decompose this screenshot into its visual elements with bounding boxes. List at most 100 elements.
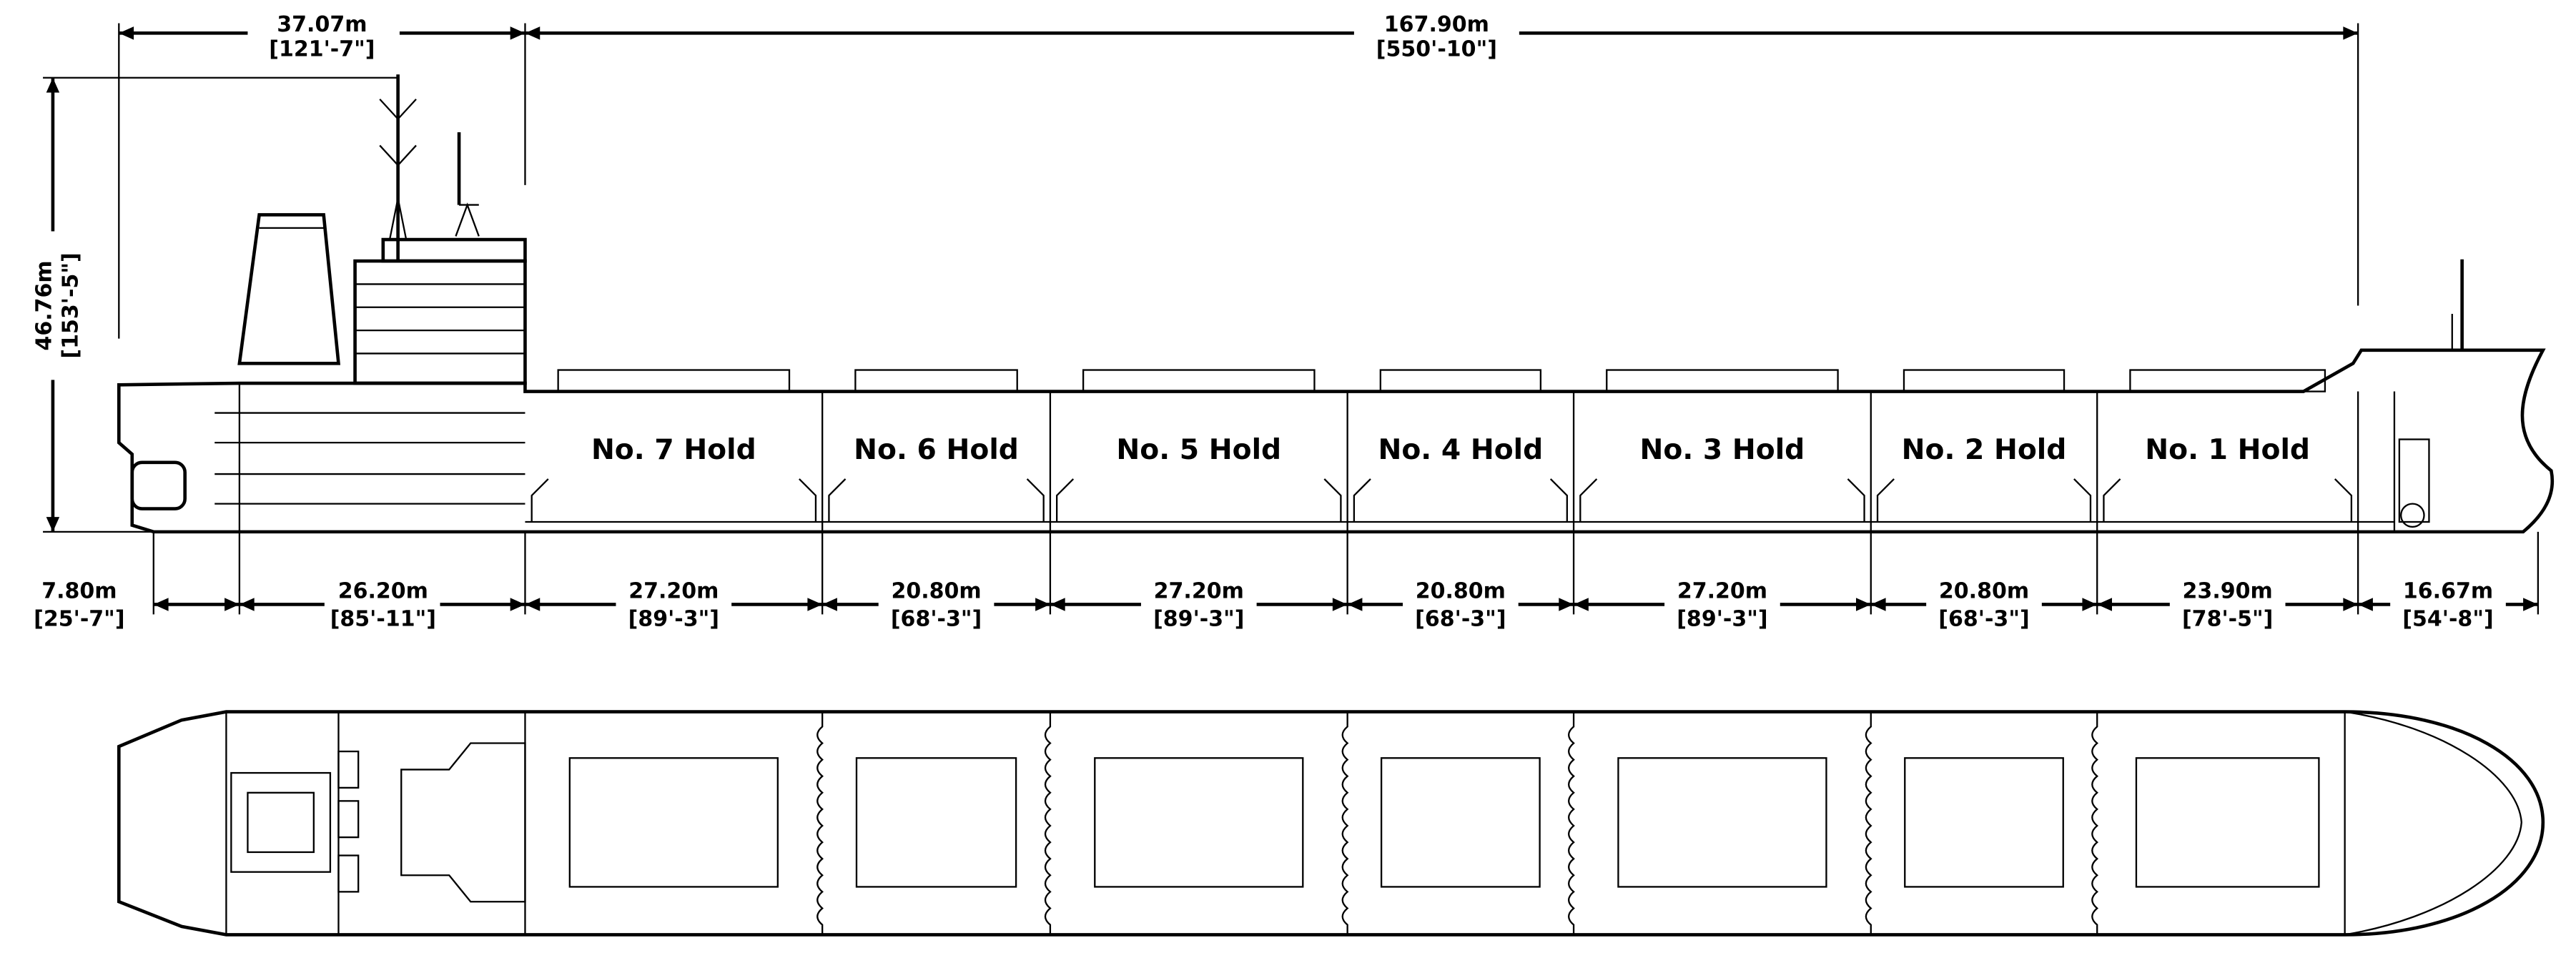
dimension-arrow [1050,598,1065,611]
segment-metric-length: 20.80m [1939,578,2029,603]
hopper-tank [1353,478,1568,523]
hold-label: No. 3 Hold [1640,434,1805,466]
segment-imperial-length: [68'-3"] [1938,607,2029,632]
hold-label: No. 2 Hold [1902,434,2067,466]
dimension-arrow [224,598,240,611]
hatch-cover [1379,369,1542,392]
dimension-arrow [46,77,60,93]
dimension-arrow [2523,598,2538,611]
segment-dimension: 27.20m [89'-3"] [525,578,823,632]
cargo-hold-profile: No. 7 Hold [531,369,817,523]
plan-hull-outline [117,710,2545,937]
segment-dimension: 16.67m [54'-8"] [2358,578,2538,632]
segment-dimension: 27.20m [89'-3"] [1574,578,1871,632]
dimension-arrow [1332,598,1348,611]
cargo-hold-profile: No. 6 Hold [821,369,1045,532]
hold-label: No. 4 Hold [1378,434,1543,466]
hopper-tank [531,478,817,523]
radar-mast [455,132,480,237]
segment-imperial-length: [68'-3"] [1415,607,1506,632]
segment-dimension: 23.90m [78'-5"] [2097,578,2359,632]
hatch-cover [854,369,1018,392]
aft-length-dimension: 37.07m[121'-7"] [118,12,526,339]
rudder-propeller [130,460,187,510]
label-backdrop [33,231,87,380]
air-draft-imperial: [153'-5"] [59,252,84,358]
segment-metric-length: 27.20m [1154,578,1244,603]
hatch-cover [2129,369,2326,392]
dimension-arrow [2082,598,2098,611]
cargo-hold-profile: No. 5 Hold [1049,369,1342,532]
dimension-arrow [153,598,169,611]
hatch-cover [1903,369,2066,392]
accommodation-block [353,237,527,385]
dimension-arrow [2343,598,2359,611]
aft-length-imperial: [121'-7"] [269,37,375,62]
segment-imperial-length: [78'-5"] [2182,607,2273,632]
profile-view: No. 7 Hold No. 6 Hold No. 5 Hold No. 4 Hold… [117,74,2555,534]
dimension-arrow [525,26,541,40]
segment-metric-length: 16.67m [2403,578,2493,603]
hatch-opening [1380,757,1541,888]
hatch-opening [568,757,779,888]
cargo-hold-profile: No. 4 Hold [1346,369,1568,532]
dimension-arrow [2343,26,2359,40]
dimension-arrow [807,598,823,611]
plan-engine-casing [230,711,526,935]
hopper-tank [1055,478,1342,523]
hold-label: No. 7 Hold [591,434,756,466]
air-draft-dimension: 46.76m[153'-5"] [32,76,398,533]
segment-dimension: 7.80m [25'-7"] [34,578,240,632]
hatch-cover [1082,369,1316,392]
hold-label: No. 5 Hold [1116,434,1281,466]
corrugated-bulkhead [816,711,824,935]
hopper-tank [2103,478,2353,523]
funnel [237,213,341,365]
corrugated-bulkhead [1567,711,1575,935]
dimension-arrow [239,598,255,611]
hatch-opening [855,757,1017,888]
label-backdrop [247,13,400,63]
hatch-cover [557,369,791,392]
segment-dimension: 20.80m [68'-3"] [822,578,1050,632]
cargo-hold-plan [1044,711,1304,935]
segment-metric-length: 7.80m [41,578,117,603]
segment-imperial-length: [54'-8"] [2402,607,2493,632]
bow-thruster [2398,438,2430,523]
cargo-hold-plan [2091,711,2320,935]
dimension-lines: 7.80m[25'-7"]26.20m[85'-11"]27.20m[89'-3… [32,12,2540,632]
corrugated-bulkhead [1044,711,1052,935]
label-backdrop [1353,13,1519,63]
corrugated-bulkhead [1341,711,1349,935]
dimension-arrow [525,598,541,611]
segment-dimension: 20.80m [68'-3"] [1347,578,1574,632]
hopper-tank [1579,478,1865,523]
segment-metric-length: 20.80m [1416,578,1506,603]
hatch-cover [1606,369,1839,392]
air-draft-metric: 46.76m [32,260,57,350]
dimension-arrow [1856,598,1871,611]
dimension-arrow [1870,598,1886,611]
segment-metric-length: 23.90m [2183,578,2273,603]
segment-metric-length: 27.20m [1677,578,1767,603]
hatch-opening [1617,757,1827,888]
segment-imperial-length: [25'-7"] [34,607,124,632]
segment-imperial-length: [89'-3"] [628,607,719,632]
segment-metric-length: 20.80m [891,578,981,603]
dimension-arrow [2358,598,2373,611]
dimension-arrow [822,598,837,611]
hopper-tank [1876,478,2092,523]
hatch-opening [1904,757,2064,888]
segment-dimension: 27.20m[89'-3"] [1050,578,1348,632]
cargo-hold-profile: No. 2 Hold [1870,369,2092,532]
dimension-arrow [1035,598,1050,611]
segment-metric-length: 27.20m [628,578,719,603]
dimension-arrow [119,26,134,40]
segment-imperial-length: [89'-3"] [1677,607,1767,632]
dimension-arrow [510,598,525,611]
segment-imperial-length: [85'-11"] [330,607,436,632]
hold-label: No. 1 Hold [2145,434,2310,466]
cargo-hold-plan [1865,711,2064,935]
segment-imperial-length: [68'-3"] [891,607,982,632]
